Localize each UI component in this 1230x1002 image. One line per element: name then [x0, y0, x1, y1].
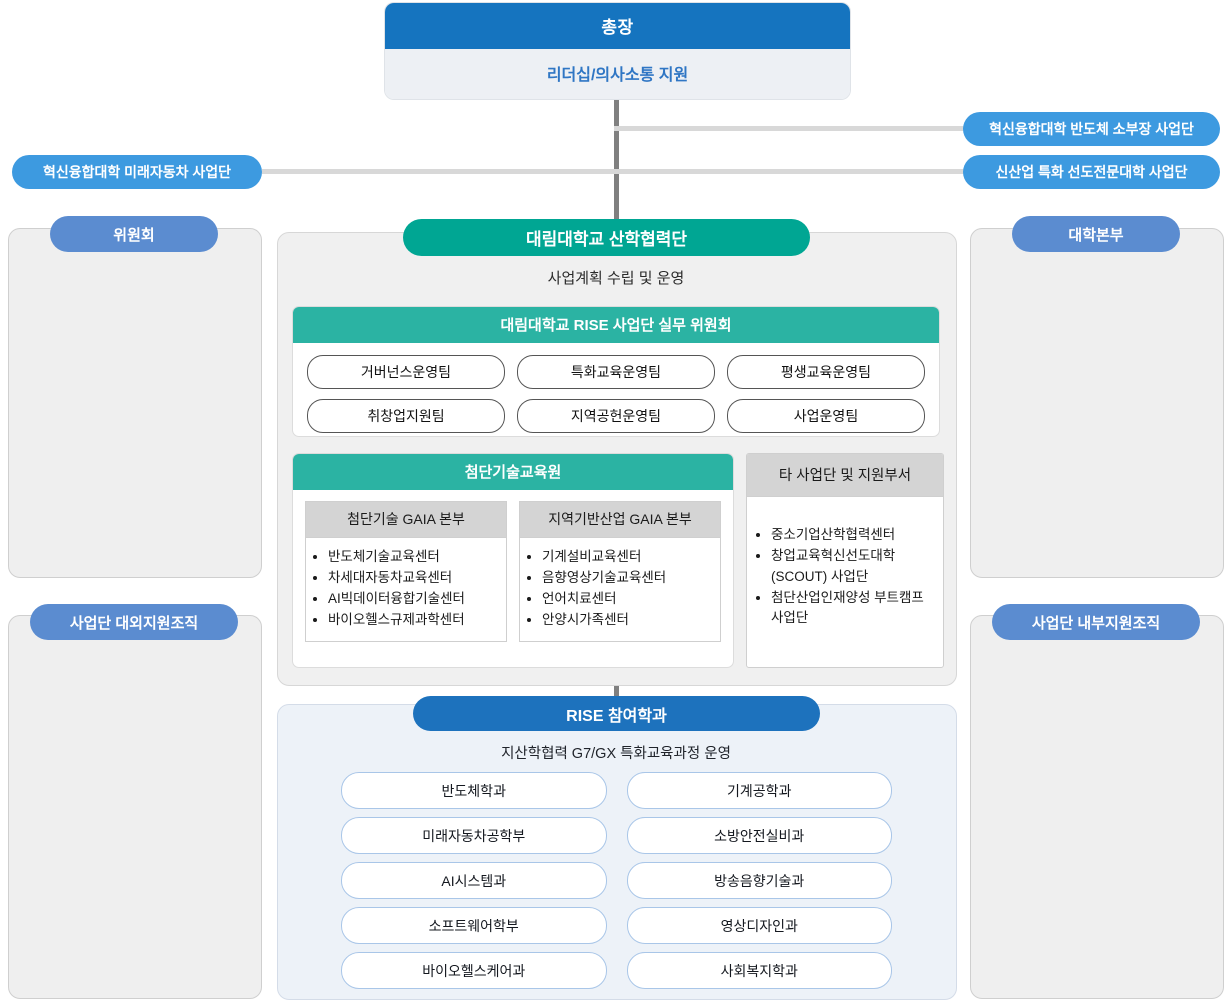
- rise-departments-subtitle: 지산학협력 G7/GX 특화교육과정 운영: [501, 746, 731, 762]
- list-item[interactable]: AI빅데이터융합기술센터: [328, 589, 500, 610]
- list-item[interactable]: 기계설비교육센터: [542, 547, 714, 568]
- department-pill[interactable]: 미래자동차공학부: [341, 817, 607, 854]
- list-item[interactable]: 중소기업산학협력센터: [771, 525, 935, 545]
- department-pill[interactable]: 소프트웨어학부: [341, 907, 607, 944]
- department-pill[interactable]: 소방안전실비과: [626, 817, 892, 854]
- internal-support-panel-header: 사업단 내부지원조직: [992, 604, 1200, 640]
- list-item[interactable]: 안양시가족센터: [542, 610, 714, 631]
- president-subtitle: 리더십/의사소통 지원: [385, 49, 850, 99]
- team-pill[interactable]: 특화교육운영팀: [517, 355, 715, 389]
- list-item[interactable]: 반도체기술교육센터: [328, 547, 500, 568]
- team-pill[interactable]: 사업운영팀: [727, 399, 925, 433]
- advanced-tech-institute-header: 첨단기술교육원: [293, 454, 733, 490]
- advanced-tech-institute-card: 첨단기술교육원 첨단기술 GAIA 본부 반도체기술교육센터 차세대자동차교육센…: [292, 453, 734, 668]
- team-pill[interactable]: 거버넌스운영팀: [307, 355, 505, 389]
- connector-right-branch-bottom: [614, 169, 966, 174]
- president-title: 총장: [385, 3, 850, 49]
- industry-academic-cooperation-subtitle: 사업계획 수립 및 운영: [547, 270, 685, 287]
- external-support-panel: [8, 615, 262, 999]
- department-pill[interactable]: AI시스템과: [341, 862, 607, 899]
- gaia-division-header: 첨단기술 GAIA 본부: [306, 502, 506, 538]
- department-pill[interactable]: 영상디자인과: [626, 907, 892, 944]
- team-pill[interactable]: 평생교육운영팀: [727, 355, 925, 389]
- gaia-division-list: 반도체기술교육센터 차세대자동차교육센터 AI빅데이터융합기술센터 바이오헬스규…: [306, 538, 506, 641]
- rise-departments-header: RISE 참여학과: [413, 696, 820, 731]
- connector-left-branch: [262, 169, 618, 174]
- headquarters-panel: [970, 228, 1224, 578]
- department-pill[interactable]: 반도체학과: [341, 772, 607, 809]
- working-committee-team-grid: 거버넌스운영팀 특화교육운영팀 평생교육운영팀 취창업지원팀 지역공헌운영팀 사…: [293, 343, 939, 436]
- team-pill[interactable]: 지역공헌운영팀: [517, 399, 715, 433]
- industry-academic-cooperation-header: 대림대학교 산학협력단: [403, 219, 810, 256]
- gaia-division-advanced-tech: 첨단기술 GAIA 본부 반도체기술교육센터 차세대자동차교육센터 AI빅데이터…: [305, 501, 507, 642]
- external-pill-new-industry[interactable]: 신산업 특화 선도전문대학 사업단: [963, 155, 1220, 189]
- gaia-division-regional-industry: 지역기반산업 GAIA 본부 기계설비교육센터 음향영상기술교육센터 언어치료센…: [519, 501, 721, 642]
- rise-departments-grid: 반도체학과 기계공학과 미래자동차공학부 소방안전실비과 AI시스템과 방송음향…: [341, 772, 892, 989]
- external-pill-future-vehicle[interactable]: 혁신융합대학 미래자동차 사업단: [12, 155, 262, 189]
- department-pill[interactable]: 기계공학과: [626, 772, 892, 809]
- list-item[interactable]: 언어치료센터: [542, 589, 714, 610]
- gaia-division-header: 지역기반산업 GAIA 본부: [520, 502, 720, 538]
- department-pill[interactable]: 사회복지학과: [626, 952, 892, 989]
- list-item[interactable]: 창업교육혁신선도대학 (SCOUT) 사업단: [771, 546, 935, 587]
- department-pill[interactable]: 바이오헬스케어과: [341, 952, 607, 989]
- connector-vertical-main: [614, 90, 619, 240]
- connector-right-branch-top: [614, 126, 966, 131]
- list-item[interactable]: 첨단산업인재양성 부트캠프사업단: [771, 588, 935, 629]
- other-organizations-header: 타 사업단 및 지원부서: [747, 454, 943, 497]
- internal-support-panel: [970, 615, 1224, 999]
- list-item[interactable]: 차세대자동차교육센터: [328, 568, 500, 589]
- gaia-division-list: 기계설비교육센터 음향영상기술교육센터 언어치료센터 안양시가족센터: [520, 538, 720, 641]
- committee-panel: [8, 228, 262, 578]
- list-item[interactable]: 바이오헬스규제과학센터: [328, 610, 500, 631]
- team-pill[interactable]: 취창업지원팀: [307, 399, 505, 433]
- external-support-panel-header: 사업단 대외지원조직: [30, 604, 238, 640]
- list-item[interactable]: 음향영상기술교육센터: [542, 568, 714, 589]
- other-organizations-list: 중소기업산학협력센터 창업교육혁신선도대학 (SCOUT) 사업단 첨단산업인재…: [747, 497, 943, 628]
- working-committee-header: 대림대학교 RISE 사업단 실무 위원회: [293, 307, 939, 343]
- department-pill[interactable]: 방송음향기술과: [626, 862, 892, 899]
- president-card: 총장 리더십/의사소통 지원: [385, 3, 850, 99]
- external-pill-semiconductor[interactable]: 혁신융합대학 반도체 소부장 사업단: [963, 112, 1220, 146]
- gaia-divisions: 첨단기술 GAIA 본부 반도체기술교육센터 차세대자동차교육센터 AI빅데이터…: [293, 490, 733, 656]
- working-committee-card: 대림대학교 RISE 사업단 실무 위원회 거버넌스운영팀 특화교육운영팀 평생…: [292, 306, 940, 437]
- other-organizations-card: 타 사업단 및 지원부서 중소기업산학협력센터 창업교육혁신선도대학 (SCOU…: [746, 453, 944, 668]
- headquarters-panel-header: 대학본부: [1012, 216, 1180, 252]
- connector-vertical-center-to-rise: [614, 676, 619, 704]
- committee-panel-header: 위원회: [50, 216, 218, 252]
